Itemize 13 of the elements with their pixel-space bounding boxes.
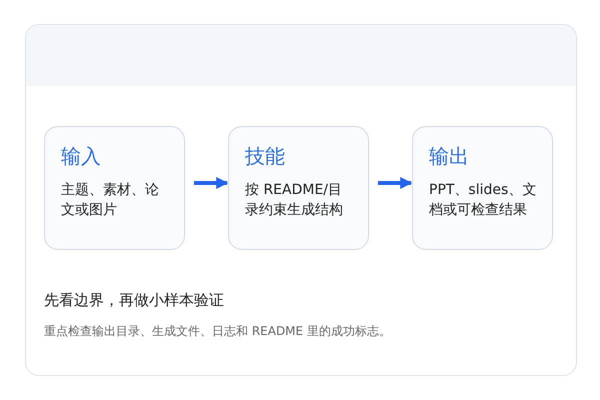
box-description: 主题、素材、论文或图片 <box>61 181 160 220</box>
box-description: 按 README/目录约束生成结构 <box>245 181 344 220</box>
arrow <box>378 177 412 189</box>
process-box <box>228 126 369 250</box>
note-text: 重点检查输出目录、生成文件、日志和 README 里的成功标志。 <box>44 323 391 340</box>
process-box <box>412 126 553 250</box>
box-heading: 技能 <box>245 143 285 170</box>
box-heading: 输出 <box>429 143 469 170</box>
process-box <box>44 126 185 250</box>
note-heading: 先看边界，再做小样本验证 <box>44 291 224 310</box>
box-heading: 输入 <box>61 143 101 170</box>
arrow <box>194 177 228 189</box>
box-description: PPT、slides、文档或可检查结果 <box>429 181 538 220</box>
